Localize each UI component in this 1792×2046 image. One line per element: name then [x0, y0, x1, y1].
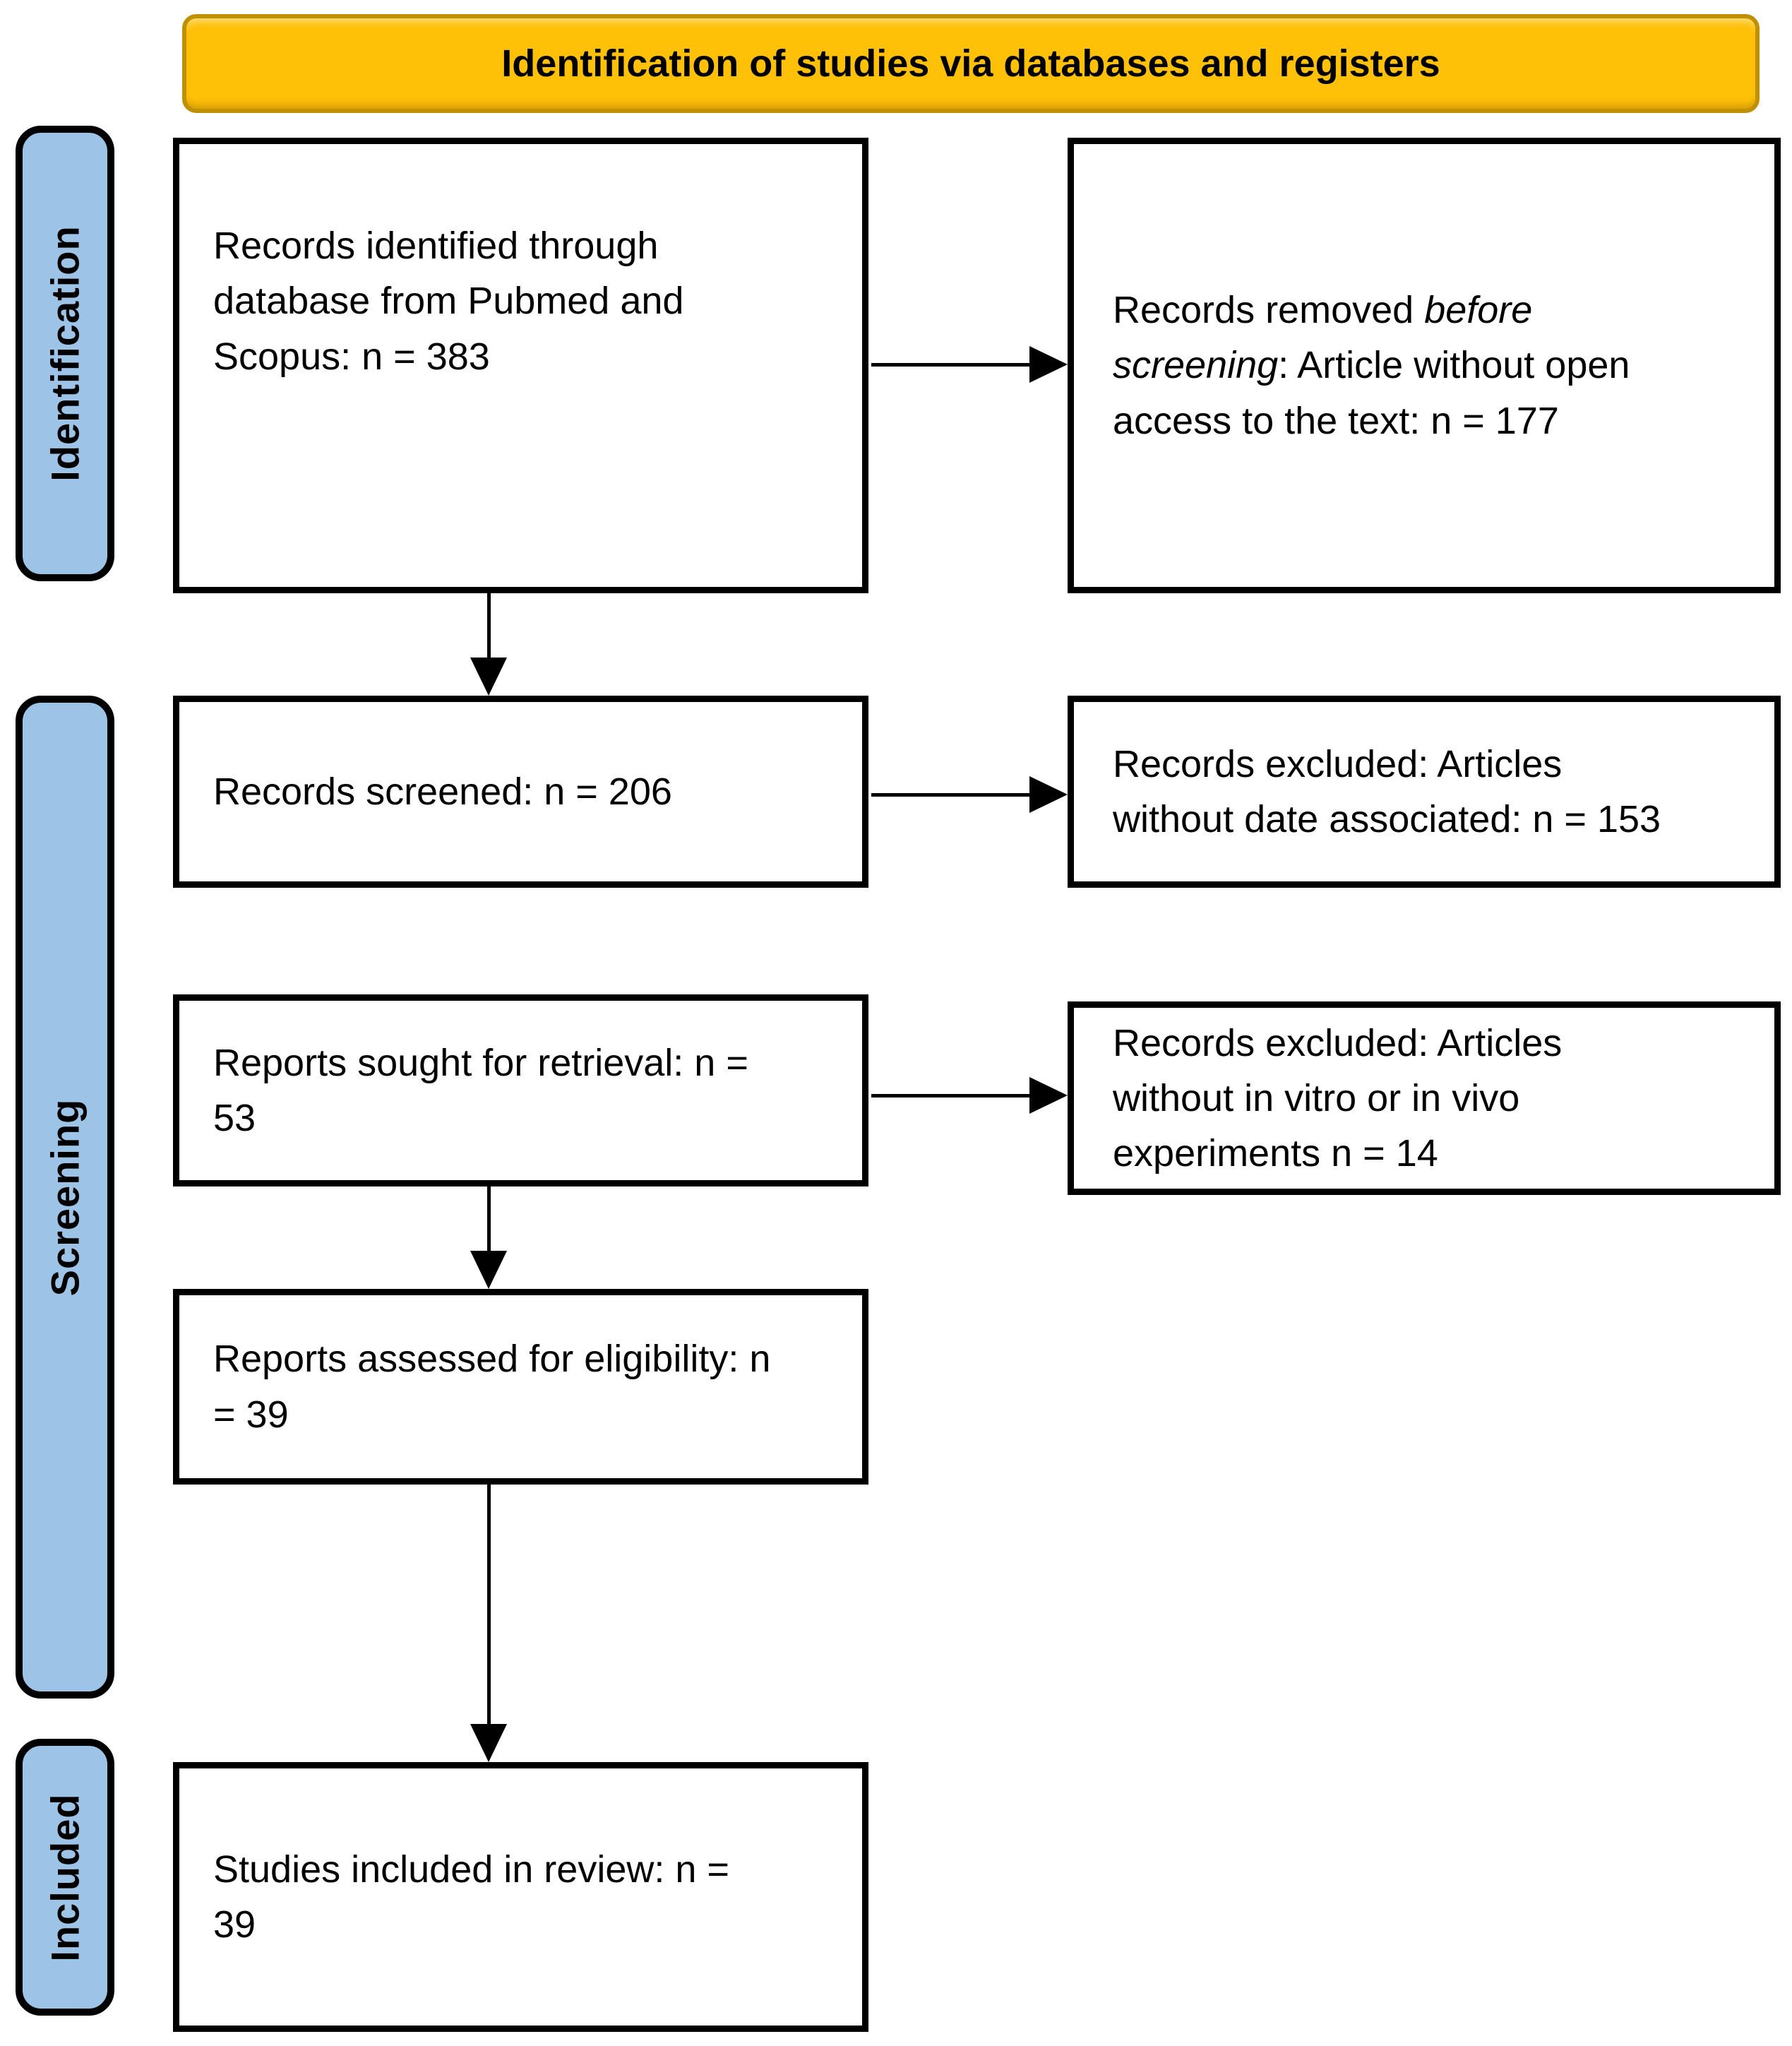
box-reports-sought: Reports sought for retrieval: n = 53 [173, 994, 868, 1186]
arrow-screened-to-excluded-line [871, 793, 1034, 797]
box-reports-sought-text: Reports sought for retrieval: n = 53 [213, 1041, 748, 1139]
box-records-removed: Records removed before screening: Articl… [1068, 138, 1781, 593]
arrow-sought-to-excluded-head-icon [1029, 1077, 1068, 1114]
box-reports-assessed-text: Reports assessed for eligibility: n = 39 [213, 1338, 771, 1436]
box-records-screened: Records screened: n = 206 [173, 696, 868, 888]
box-records-identified: Records identified through database from… [173, 138, 868, 593]
box-records-removed-suffix: : Article without open access to the tex… [1113, 344, 1630, 442]
box-records-identified-text: Records identified through database from… [213, 225, 684, 378]
box-records-excluded-date: Records excluded: Articles without date … [1068, 696, 1781, 888]
stage-label-identification-text: Identification [42, 225, 88, 482]
arrow-identified-to-screened-head-icon [470, 658, 507, 696]
arrow-identified-to-removed-head-icon [1029, 346, 1068, 383]
arrow-sought-to-assessed-head-icon [470, 1251, 507, 1289]
box-records-screened-text: Records screened: n = 206 [213, 770, 672, 813]
stage-label-included-text: Included [42, 1792, 88, 1962]
arrow-identified-to-screened-line [487, 592, 491, 662]
title-banner: Identification of studies via databases … [182, 14, 1760, 113]
title-banner-label: Identification of studies via databases … [501, 42, 1440, 85]
arrow-sought-to-assessed-line [487, 1186, 491, 1256]
arrow-assessed-to-included-head-icon [470, 1724, 507, 1762]
box-studies-included: Studies included in review: n = 39 [173, 1762, 868, 2032]
box-records-excluded-experiments-text: Records excluded: Articles without in vi… [1113, 1021, 1563, 1175]
box-records-excluded-date-text: Records excluded: Articles without date … [1113, 742, 1661, 840]
arrow-sought-to-excluded-line [871, 1094, 1034, 1098]
box-records-removed-text: Records removed before screening: Articl… [1113, 282, 1630, 448]
box-studies-included-text: Studies included in review: n = 39 [213, 1848, 729, 1946]
box-records-removed-italic: before screening [1113, 289, 1533, 387]
box-records-excluded-experiments: Records excluded: Articles without in vi… [1068, 1001, 1781, 1195]
stage-label-included: Included [16, 1739, 114, 2016]
box-reports-assessed: Reports assessed for eligibility: n = 39 [173, 1289, 868, 1485]
arrow-identified-to-removed-line [871, 363, 1034, 367]
box-records-removed-prefix: Records removed [1113, 289, 1425, 332]
arrow-screened-to-excluded-head-icon [1029, 776, 1068, 813]
stage-label-screening: Screening [16, 696, 114, 1699]
stage-label-screening-text: Screening [42, 1098, 88, 1296]
arrow-assessed-to-included-line [487, 1485, 491, 1728]
stage-label-identification: Identification [16, 126, 114, 581]
